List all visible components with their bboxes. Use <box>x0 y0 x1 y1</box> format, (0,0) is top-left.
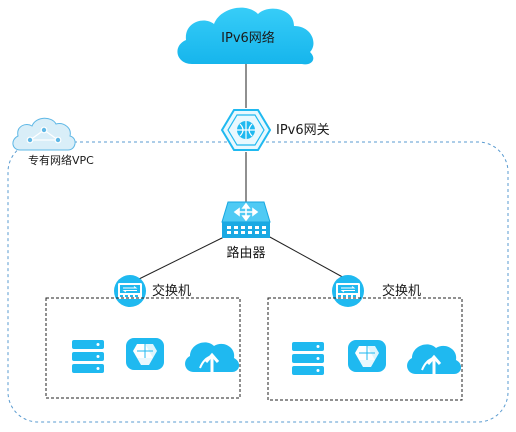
server-stack-icon <box>292 342 324 375</box>
switch-right: 交换机 <box>332 275 421 307</box>
connection-lines <box>136 64 349 281</box>
link-router-switch-right <box>267 235 349 281</box>
switch-icon <box>114 275 146 307</box>
switch-left-label: 交换机 <box>152 283 191 299</box>
subnet-group-left <box>45 297 241 399</box>
vpc-badge: 专有网络VPC <box>12 117 94 167</box>
router-label: 路由器 <box>226 245 265 261</box>
vpc-boundary <box>7 141 509 423</box>
router-icon <box>221 201 271 238</box>
router: 路由器 <box>221 201 271 261</box>
subnet-box <box>267 297 463 401</box>
ipv6-internet-cloud: IPv6网络 <box>177 7 314 65</box>
server-stack-icon <box>72 340 104 373</box>
subnet-group-right <box>267 297 463 401</box>
switch-right-label: 交换机 <box>382 283 421 299</box>
switch-left: 交换机 <box>114 275 191 307</box>
ecs-instance-icon <box>348 340 386 372</box>
subnet-box <box>45 297 241 399</box>
ipv6-gateway: IPv6网关 <box>220 109 330 151</box>
gateway-label: IPv6网关 <box>276 123 330 138</box>
switch-icon <box>332 275 364 307</box>
ipv6-gateway-icon <box>220 109 272 151</box>
internet-label: IPv6网络 <box>221 30 275 46</box>
cloud-upload-icon <box>185 342 240 372</box>
vpc-label: 专有网络VPC <box>28 153 94 167</box>
cloud-upload-icon <box>407 344 462 374</box>
cloud-icon <box>177 7 314 65</box>
vpc-cloud-icon <box>12 117 76 151</box>
link-router-switch-left <box>136 235 227 281</box>
ecs-instance-icon <box>126 338 164 370</box>
